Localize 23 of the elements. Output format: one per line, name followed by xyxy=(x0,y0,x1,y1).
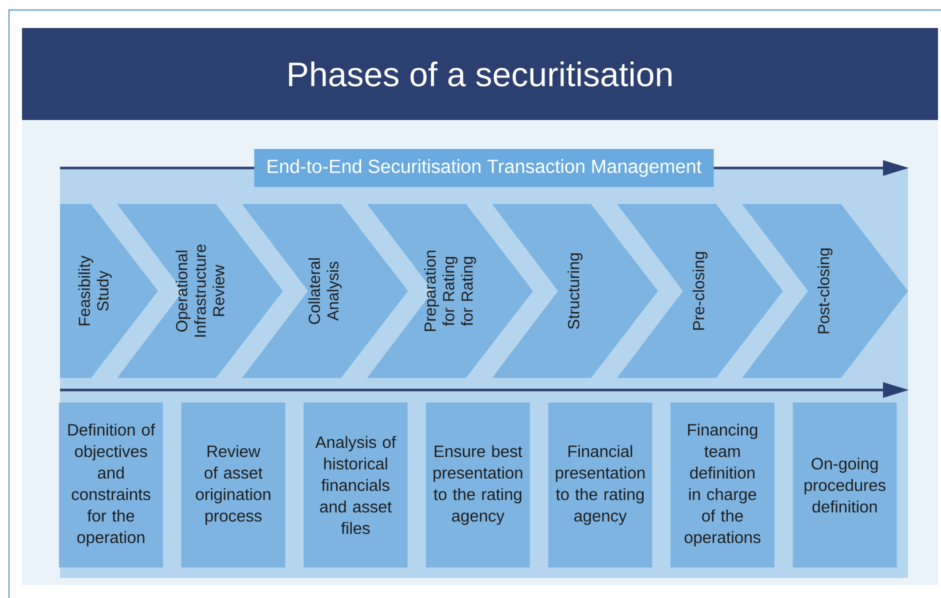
node-label: Collateral Analysis xyxy=(308,258,342,324)
description-box: On-going procedures definition xyxy=(792,402,897,568)
title-band: Phases of a securitisation xyxy=(22,28,938,120)
description-box: Financing team definition in charge of the operations xyxy=(670,402,774,568)
node-label: Preparation for Rating for Rating xyxy=(424,250,476,332)
description-box: Analysis of historical financials and asset files xyxy=(304,402,408,568)
node-label: Pre-closing xyxy=(692,252,708,330)
phase-step: Post-closing xyxy=(742,204,908,378)
phase-step: Preparation for Rating for Rating xyxy=(367,204,533,378)
node-label: Post-closing xyxy=(818,248,832,334)
phase-step: Collateral Analysis xyxy=(242,204,408,378)
node-label: Feasibility Study xyxy=(78,255,112,326)
phase-step: Feasibility Study xyxy=(60,204,158,378)
description-box: Financial presentation to the rating agency xyxy=(548,402,652,568)
description-box: Ensure best presentation to the rating agency xyxy=(426,402,530,568)
node-label: Operational Infrastructure Review xyxy=(176,244,224,337)
phase-step: Operational Infrastructure Review xyxy=(117,204,283,378)
description-box: Review of asset origination process xyxy=(181,402,286,568)
phase-step: Pre-closing xyxy=(617,204,783,378)
node-label: Structuring xyxy=(568,253,582,329)
description-box: Definition of objectives and constraints for the operation xyxy=(59,402,163,568)
banner-box: End-to-End Securitisation Transaction Management xyxy=(254,149,714,187)
phase-step: Structuring xyxy=(492,204,658,378)
